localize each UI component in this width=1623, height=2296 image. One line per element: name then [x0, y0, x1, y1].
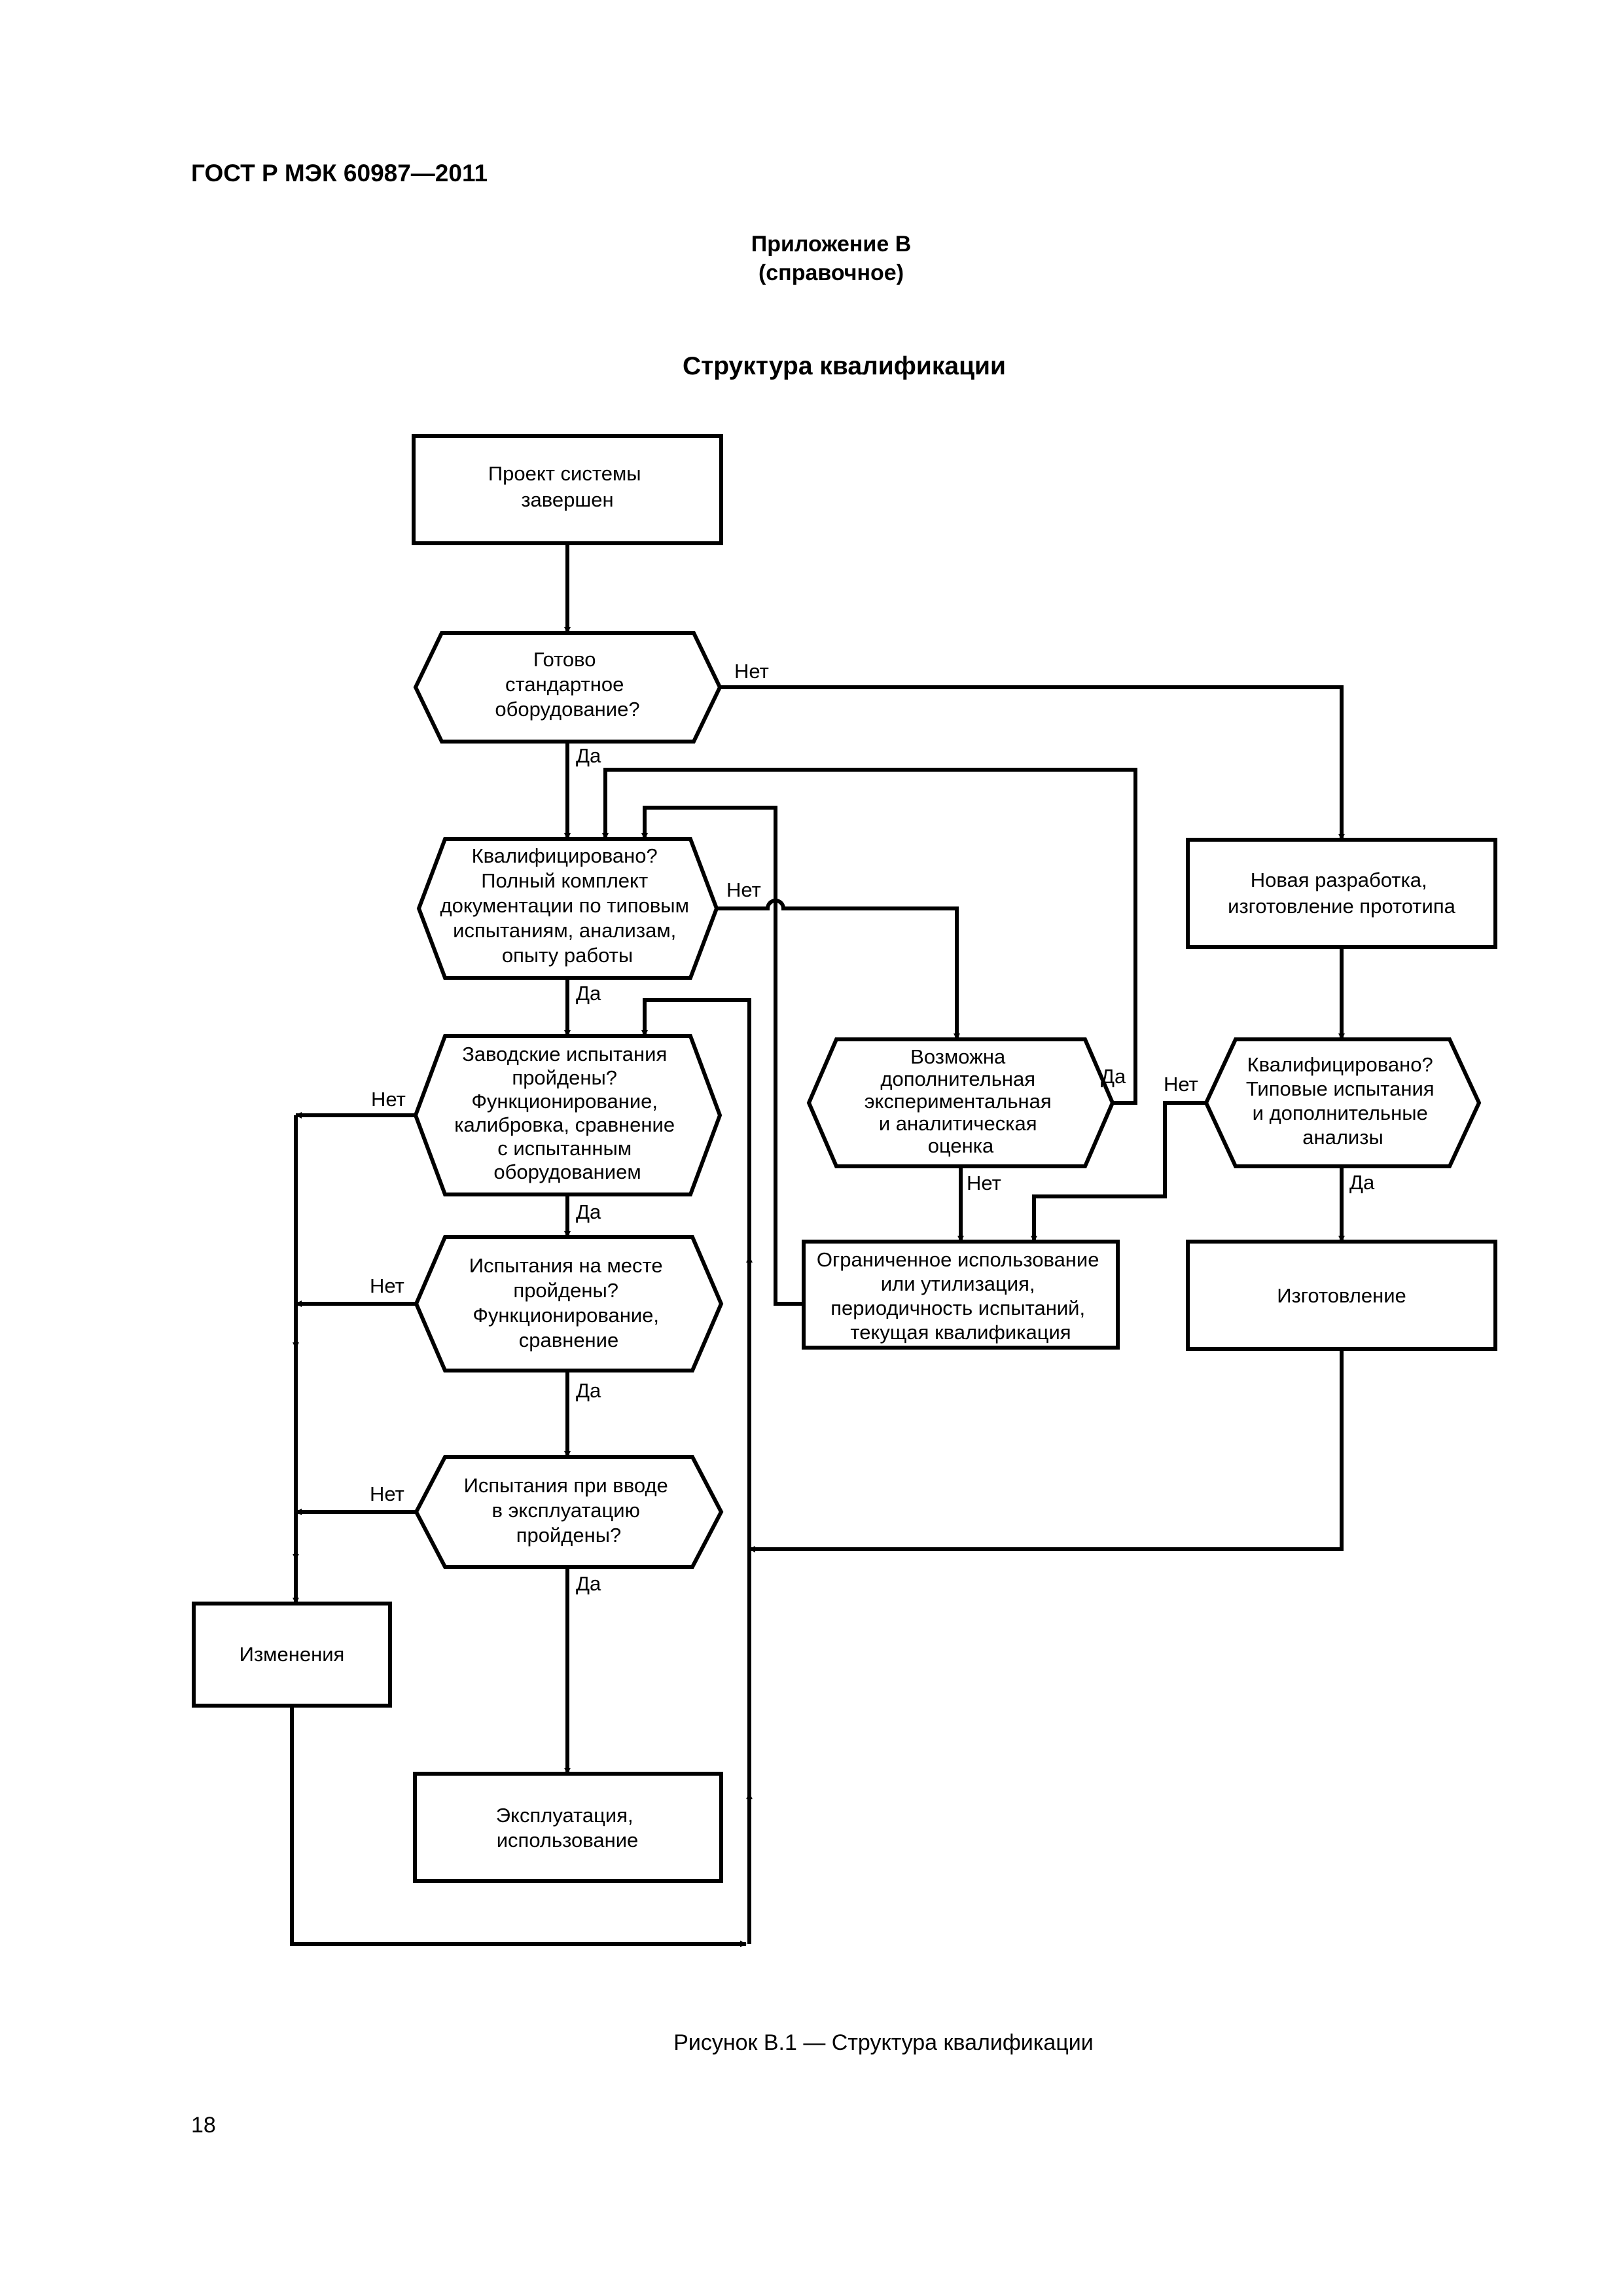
branch-label-yes: Да: [576, 982, 601, 1005]
appendix-title: Приложение В: [751, 232, 912, 257]
connector: [1031, 1101, 1206, 1242]
document-header: ГОСТ Р МЭК 60987—2011: [191, 160, 488, 187]
node-label: Возможна дополнительная экспериментальна…: [865, 1045, 1058, 1157]
connector: [749, 1349, 1344, 1552]
node-label: Эксплуатация, использование: [496, 1804, 639, 1852]
node-label: Ограниченное использование или утилизаци…: [817, 1248, 1105, 1344]
branch-label-yes: Да: [576, 1572, 601, 1595]
branch-label-yes: Да: [576, 1200, 601, 1223]
connector: [717, 899, 960, 1040]
node-label: Заводские испытания пройдены? Функционир…: [454, 1043, 680, 1183]
connector: [641, 998, 751, 1944]
connector: [641, 806, 804, 1306]
node-label: Готово стандартное оборудование?: [495, 648, 639, 721]
branch-label-no: Нет: [371, 1088, 406, 1111]
branch-label-no: Нет: [370, 1482, 404, 1505]
node-label: Квалифицировано? Полный комплект докумен…: [440, 844, 694, 967]
branch-label-yes: Да: [576, 1379, 601, 1402]
branch-label-no: Нет: [1164, 1073, 1198, 1096]
appendix-kind: (справочное): [758, 260, 904, 285]
branch-label-yes: Да: [1101, 1065, 1126, 1088]
node-limited-use: [802, 1240, 1120, 1350]
node-label: Испытания при вводе в эксплуатацию пройд…: [464, 1474, 674, 1547]
node-label: Изготовление: [1277, 1284, 1406, 1307]
node-qualified: [416, 837, 719, 980]
node-label: Проект системы завершен: [488, 462, 647, 511]
page-number: 18: [191, 2113, 216, 2138]
branch-label-no: Нет: [734, 660, 769, 683]
node-label: Новая разработка, изготовление прототипа: [1228, 869, 1455, 918]
connector: [290, 1706, 747, 1947]
connector: [602, 768, 1137, 1105]
node-new-development: [1186, 838, 1497, 949]
branch-label-no: Нет: [370, 1274, 404, 1297]
connector: [720, 685, 1345, 840]
node-changes: [192, 1602, 392, 1708]
node-extra-evaluation: [806, 1037, 1115, 1168]
node-label: Квалифицировано? Типовые испытания и доп…: [1246, 1053, 1440, 1149]
branch-label-no: Нет: [726, 878, 761, 901]
node-label: Испытания на месте пройдены? Функциониро…: [469, 1254, 669, 1352]
branch-label-yes: Да: [1349, 1171, 1375, 1194]
figure-caption: Рисунок В.1 — Структура квалификации: [673, 2030, 1094, 2055]
node-project-done: [412, 434, 723, 545]
node-operation: [413, 1772, 723, 1883]
node-standard-ready: [413, 631, 722, 744]
section-title: Структура квалификации: [682, 352, 1007, 380]
branch-label-no: Нет: [967, 1172, 1001, 1194]
branch-label-yes: Да: [576, 744, 601, 767]
node-label: Изменения: [240, 1643, 345, 1666]
